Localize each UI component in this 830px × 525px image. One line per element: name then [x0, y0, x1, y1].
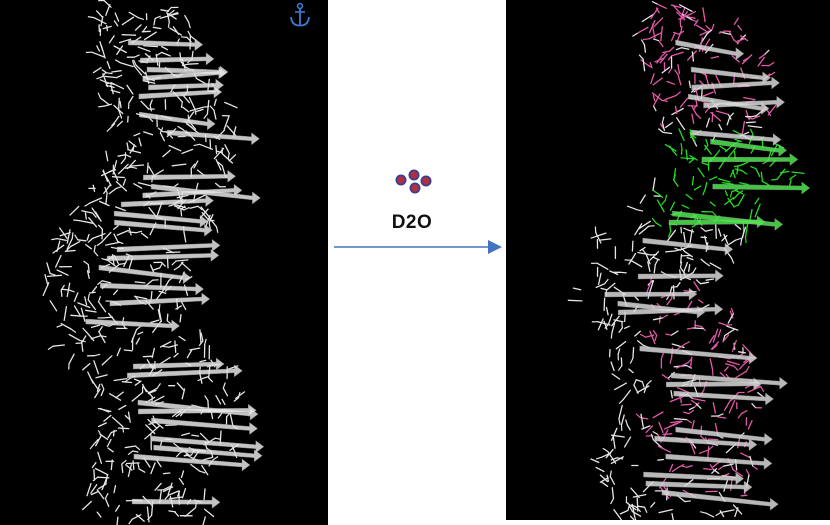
reagent-label: D2O: [328, 212, 496, 234]
reaction-arrow: [328, 232, 506, 262]
protein-structure-panel-before: [0, 0, 328, 525]
reaction-step: D2O: [328, 0, 506, 525]
d2o-molecules-icon: [390, 168, 450, 198]
d2o-molecule: [421, 176, 430, 185]
d2o-molecule: [409, 170, 418, 179]
protein-structure-render: [0, 0, 328, 525]
d2o-molecule: [396, 175, 405, 184]
anchor-icon: [288, 2, 312, 30]
sheet-ribbons: [86, 39, 264, 509]
protein-structure-panel-after: [506, 0, 830, 520]
protein-structure-render-highlighted: [506, 0, 830, 520]
d2o-molecule: [410, 183, 419, 192]
